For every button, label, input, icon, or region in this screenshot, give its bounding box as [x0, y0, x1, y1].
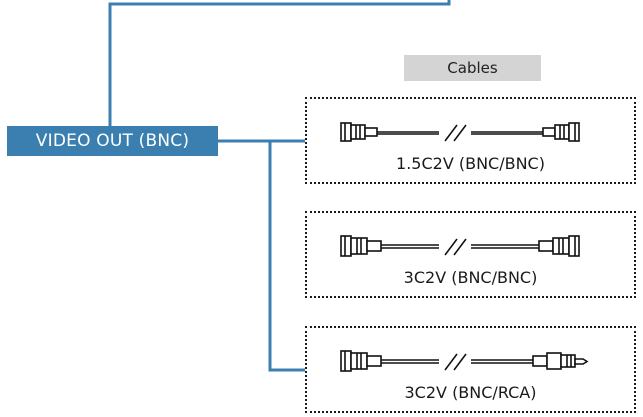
- feed-line: [108, 0, 451, 126]
- bnc-bnc-cable-icon: [340, 235, 580, 257]
- cable-option-2: 3C2V (BNC/BNC): [305, 211, 636, 298]
- video-out-label: VIDEO OUT (BNC): [7, 126, 218, 156]
- bnc-rca-cable-icon: [340, 350, 589, 372]
- cables-header: Cables: [404, 55, 541, 81]
- cable-option-1: 1.5C2V (BNC/BNC): [305, 97, 636, 184]
- cable-name-3: 3C2V (BNC/RCA): [404, 383, 537, 402]
- bnc-bnc-cable-icon: [340, 122, 580, 142]
- branch-trunk: [268, 141, 305, 372]
- cable-option-3: 3C2V (BNC/RCA): [305, 326, 636, 413]
- cable-name-1: 1.5C2V (BNC/BNC): [396, 154, 545, 173]
- cable-name-2: 3C2V (BNC/BNC): [403, 268, 538, 287]
